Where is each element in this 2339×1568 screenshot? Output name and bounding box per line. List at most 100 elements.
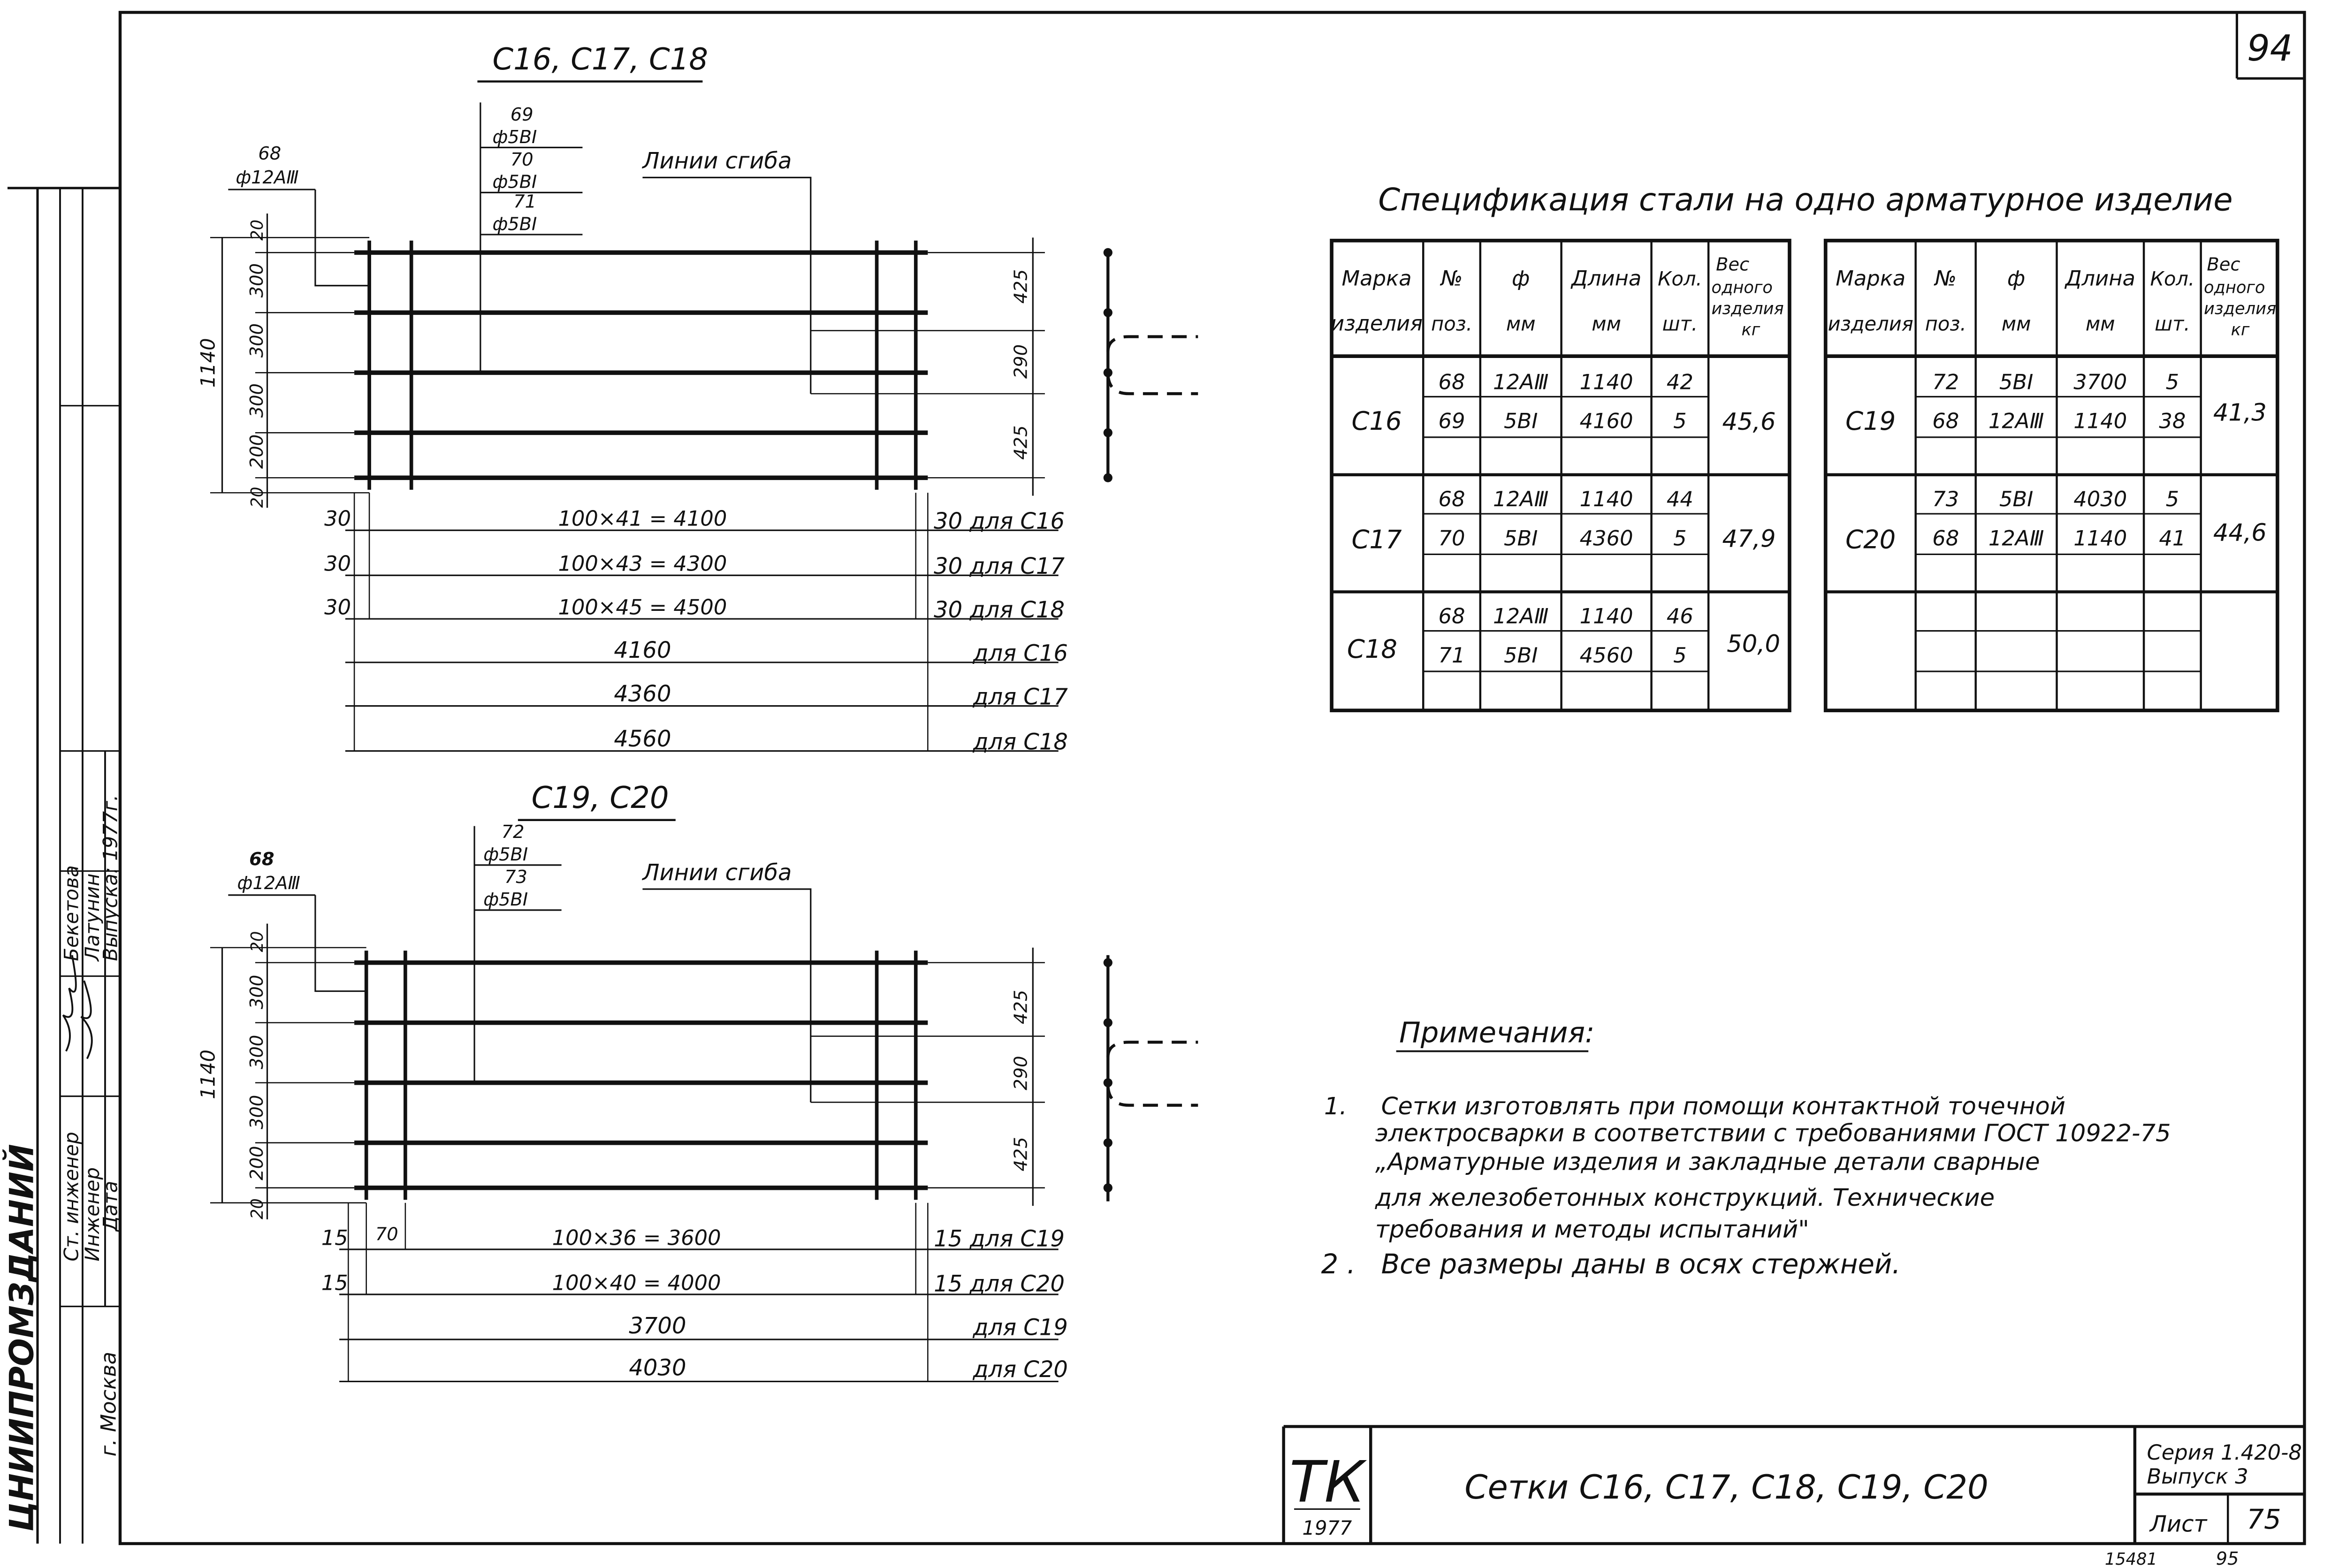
cell: 68	[1932, 525, 1959, 550]
grid2-side-profile	[1103, 955, 1198, 1202]
callout-pos-68b: 68	[249, 849, 274, 870]
mark-c18: С18	[1347, 634, 1397, 664]
stamp-role-3: Дата	[99, 1181, 122, 1233]
hdr-wt-4: кг	[2231, 320, 2250, 339]
grid2-bd0-right: 15 для С19	[934, 1225, 1065, 1252]
title-block: ТК 1977 Сетки С16, С17, С18, С19, С20 Се…	[1282, 1425, 2305, 1544]
hdr-mark-2: изделия	[1828, 312, 1913, 335]
cell: 1140	[2073, 409, 2127, 434]
grid1-bd5-main: 4560	[614, 726, 671, 752]
weight-c17: 47,9	[1722, 525, 1776, 553]
signature-2	[80, 980, 93, 1059]
grid1-bd1-left: 30	[324, 551, 351, 576]
cell: 68	[1439, 487, 1465, 511]
cell: 68	[1439, 604, 1465, 629]
grid1-drawing: С16, С17, С18 69 ф5ВⅠ 70 ф5ВⅠ 71 ф5ВⅠ 68…	[197, 42, 1198, 755]
cell: 5ВⅠ	[1504, 525, 1538, 550]
note-1-line-5: требования и методы испытаний"	[1375, 1215, 1809, 1243]
sheet-value: 75	[2247, 1504, 2281, 1535]
cell: 46	[1667, 604, 1693, 629]
cell: 12АⅢ	[1989, 409, 2044, 434]
stamp-name-3: Выпуска: 1977г.	[99, 795, 122, 961]
hdr-qty-1: Кол.	[1658, 267, 1702, 290]
stamp-name-2: Латунин	[81, 874, 104, 962]
cell: 5ВⅠ	[1504, 409, 1538, 434]
hdr-dia-1: ф	[1512, 266, 1530, 291]
hdr-pos-1: №	[1440, 266, 1463, 291]
stamp-role-1: Ст. инженер	[60, 1132, 83, 1261]
org-city: г. Москва	[96, 1352, 121, 1457]
callout-dia-72: ф5ВⅠ	[483, 844, 528, 865]
cell: 1140	[2073, 525, 2127, 550]
hdr-mark-2: изделия	[1331, 311, 1423, 336]
cell: 12АⅢ	[1493, 487, 1548, 511]
spec-table-left: Марка изделия № поз. ф мм Длина мм Кол. …	[1330, 238, 1791, 713]
hdr-qty-1: Кол.	[2150, 267, 2194, 290]
grid2-height-total: 1140	[197, 1050, 220, 1099]
weight-c19: 41,3	[2213, 399, 2267, 427]
stamp-name-1: Бекетова	[60, 865, 83, 961]
cell: 73	[1932, 487, 1959, 511]
weight-c16: 45,6	[1722, 408, 1776, 436]
grid1-dim-left-3: 300	[246, 383, 267, 418]
grid2-bd1-left: 15	[321, 1270, 348, 1295]
cell: 5	[1673, 643, 1687, 668]
hdr-wt-4: кг	[1742, 320, 1760, 339]
cell: 1140	[1580, 370, 1633, 395]
issue-label: Выпуск 3	[2147, 1464, 2248, 1489]
callout-dia-73: ф5ВⅠ	[483, 889, 528, 910]
grid1-bd4-right: для С17	[972, 684, 1068, 710]
callout-pos-70: 70	[510, 149, 533, 170]
grid1-bottom-dims: 30 100×41 = 4100 30 для С16 30 100×43 = …	[324, 493, 1068, 755]
grid1-bend-label: Линии сгиба	[641, 148, 792, 174]
cell: 4360	[1580, 525, 1633, 550]
grid2-bd0-left: 15	[321, 1225, 348, 1250]
grid2-dim-left-4: 200	[246, 1146, 267, 1180]
hdr-wt-2: одного	[2204, 278, 2265, 297]
tk-year: 1977	[1303, 1516, 1352, 1539]
note-1-line-4: для железобетонных конструкций. Техничес…	[1375, 1184, 1995, 1212]
grid1-bd1-main: 100×43 = 4300	[558, 551, 727, 576]
notes-title: Примечания:	[1399, 1016, 1594, 1049]
sheet-frame	[118, 11, 2306, 1545]
note-2-num: 2 .	[1321, 1248, 1356, 1280]
note-1-line-3: „Арматурные изделия и закладные детали с…	[1375, 1148, 2040, 1176]
grid2-dim-right-1: 290	[1011, 1056, 1032, 1090]
cell: 41	[2159, 525, 2186, 550]
note-2-line-1: Все размеры даны в осях стержней.	[1381, 1248, 1901, 1280]
grid1-dim-left-2: 300	[246, 323, 267, 358]
grid2-dim-left-1: 300	[246, 975, 267, 1009]
cell: 4560	[1580, 643, 1633, 668]
note-1-line-2: электросварки в соответствии с требовани…	[1375, 1119, 2171, 1148]
callout-dia-70: ф5ВⅠ	[492, 172, 537, 193]
cell: 70	[1439, 525, 1465, 550]
hdr-wt-2: одного	[1712, 278, 1773, 297]
cell: 4030	[2073, 487, 2127, 511]
callout-pos-72: 72	[502, 822, 525, 843]
hdr-wt-1: Вес	[2207, 254, 2240, 275]
cell: 12АⅢ	[1493, 604, 1548, 629]
mark-c19: С19	[1845, 406, 1896, 436]
hdr-wt-3: изделия	[2204, 299, 2276, 319]
grid2-bd3-right: для С20	[972, 1356, 1068, 1383]
grid1-bd2-left: 30	[324, 594, 351, 619]
grid1-bd3-main: 4160	[614, 637, 671, 663]
hdr-pos-1: №	[1934, 266, 1957, 291]
callout-pos-73: 73	[504, 867, 527, 888]
grid2-bottom-dims: 15 70 100×36 = 3600 15 для С19 15 100×40…	[321, 1203, 1068, 1383]
grid2-bd1-right: 15 для С20	[934, 1271, 1065, 1297]
notes: Примечания: 1. Сетки изготовлять при пом…	[1321, 1016, 2171, 1280]
cell: 5	[2166, 487, 2179, 511]
grid1-side-profile	[1103, 248, 1198, 482]
spec-table-right: Марка изделия № поз. ф мм Длина мм Кол. …	[1823, 238, 2279, 713]
grid1-bd0-right: 30 для С16	[934, 508, 1065, 534]
grid2-dim-left-3: 300	[246, 1095, 267, 1129]
cell: 72	[1932, 370, 1959, 395]
grid1-bd1-right: 30 для С17	[934, 553, 1065, 579]
footer-number-left: 15481	[2105, 1550, 2157, 1568]
cell: 4160	[1580, 409, 1633, 434]
sheet-number-box: 94	[2235, 12, 2305, 80]
cell: 38	[2159, 409, 2186, 434]
callout-pos-68: 68	[258, 143, 281, 164]
